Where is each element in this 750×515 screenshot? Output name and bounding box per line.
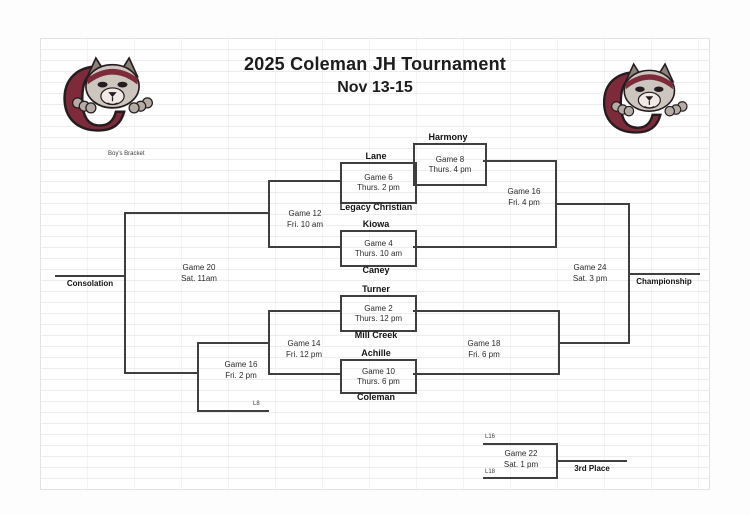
game-18-info: Game 18 Fri. 6 pm [467,339,501,359]
game-label: Game 8 [435,154,465,164]
game-16-semifinal-info: Game 16 Fri. 4 pm [507,187,541,207]
game-12-info: Game 12 Fri. 10 am [286,209,324,229]
bracket-line [268,180,270,248]
game-10-box: Game 10 Thurs. 6 pm [340,359,417,394]
game-6-box: Game 6 Thurs. 2 pm [340,162,417,204]
game-22-info: Game 22 Sat. 1 pm [503,449,539,469]
team-kiowa: Kiowa [362,219,390,229]
game-2-box: Game 2 Thurs. 12 pm [340,295,417,332]
championship-line [628,273,700,275]
consolation-label: Consolation [66,279,114,288]
team-turner: Turner [362,284,390,294]
team-mill-creek: Mill Creek [354,330,398,340]
bracket-line [413,373,558,375]
team-caney: Caney [362,265,390,275]
spreadsheet-grid [40,38,710,490]
bracket-line [124,212,268,214]
loser-8-label: L8 [253,401,260,407]
consolation-line [55,275,125,277]
third-place-out-line [556,460,627,462]
championship-label: Championship [636,277,692,286]
game-4-box: Game 4 Thurs. 10 am [340,230,417,267]
bracket-line [197,342,268,344]
bracket-line [268,310,270,375]
bracket-line [124,212,126,374]
bracket-line [268,310,340,312]
third-place-label: 3rd Place [574,464,610,473]
team-coleman: Coleman [356,392,396,402]
loser-16-label: L16 [485,434,496,440]
game-16-consolation-info: Game 16 Fri. 2 pm [224,360,258,380]
coleman-wildcat-logo: C [600,56,688,142]
bracket-line [124,372,197,374]
bracket-line [197,342,199,412]
game-time: Thurs. 6 pm [357,376,400,386]
team-achille: Achille [361,348,391,358]
game-time: Thurs. 12 pm [354,313,403,323]
bracket-line [558,342,628,344]
boys-bracket-label: Boy's Bracket [108,151,145,157]
tournament-dates: Nov 13-15 [337,79,413,96]
bracket-line [268,246,340,248]
game-label: Game 10 [362,366,395,376]
game-label: Game 4 [364,238,393,248]
game-time: Thurs. 4 pm [428,164,472,174]
team-harmony: Harmony [428,132,468,142]
game-label: Game 6 [364,173,393,182]
bracket-line [268,373,340,375]
loser-18-label: L18 [485,469,496,475]
coleman-wildcat-logo: C [60,51,153,139]
bracket-line [483,160,555,162]
team-legacy-christian: Legacy Christian [339,202,413,212]
third-place-top-line [483,443,558,445]
game-24-info: Game 24 Sat. 3 pm [572,263,608,283]
third-place-bottom-line [483,477,558,479]
team-lane: Lane [365,151,387,161]
bracket-line [413,310,558,312]
game-14-info: Game 14 Fri. 12 pm [285,339,323,359]
bracket-line [268,180,340,182]
bracket-line [555,203,628,205]
loser-8-line [197,410,269,412]
game-time: Thurs. 10 am [354,248,403,258]
game-label: Game 2 [364,303,393,313]
game-20-info: Game 20 Sat. 11am [181,263,217,283]
tournament-title: 2025 Coleman JH Tournament [244,54,506,74]
game-8-box: Game 8 Thurs. 4 pm [413,143,487,186]
game-time: Thurs. 2 pm [357,183,400,192]
bracket-line [413,246,555,248]
